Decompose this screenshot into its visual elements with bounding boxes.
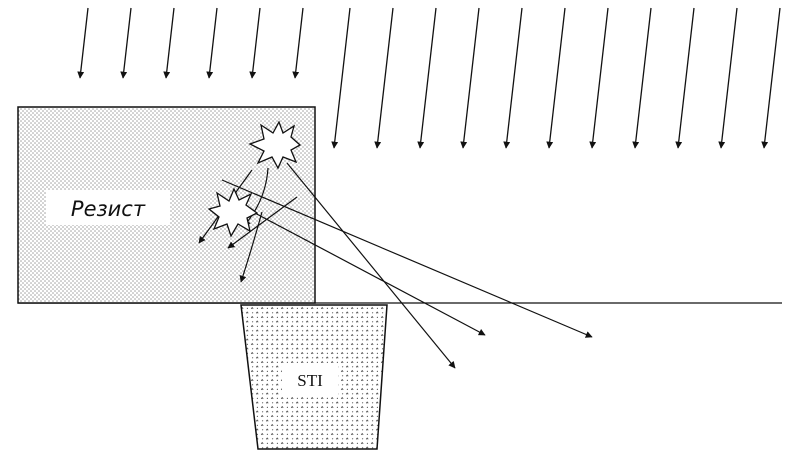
incident-arrow [632, 7, 652, 149]
collision-burst-icon [248, 120, 302, 170]
incident-arrow [460, 7, 480, 149]
incident-arrow [503, 7, 523, 149]
sti-label-box [282, 363, 338, 397]
incident-arrow [761, 7, 781, 149]
resist-label-box [46, 190, 170, 225]
scattered-arrow [286, 162, 456, 369]
incident-arrow [417, 7, 437, 149]
incident-ion-arrows [77, 7, 781, 149]
scattered-arrow [227, 196, 298, 249]
incident-arrow [249, 7, 261, 79]
scattered-ion-arrows [198, 162, 593, 369]
incident-arrow [120, 7, 132, 79]
incident-arrow [546, 7, 566, 149]
incident-arrow [374, 7, 394, 149]
collision-burst-icon [207, 187, 259, 238]
scattered-arrow [239, 211, 263, 283]
incident-arrow [292, 7, 304, 79]
incident-arrow [331, 7, 351, 149]
incident-arrow [675, 7, 695, 149]
scattered-arrow [252, 211, 486, 336]
sti-label: STI [297, 371, 323, 390]
incident-arrow [163, 7, 175, 79]
incident-arrow [206, 7, 218, 79]
resist-label: Резист [71, 197, 146, 221]
incident-arrow [718, 7, 738, 149]
incident-arrow [589, 7, 609, 149]
incident-arrow [77, 7, 89, 79]
